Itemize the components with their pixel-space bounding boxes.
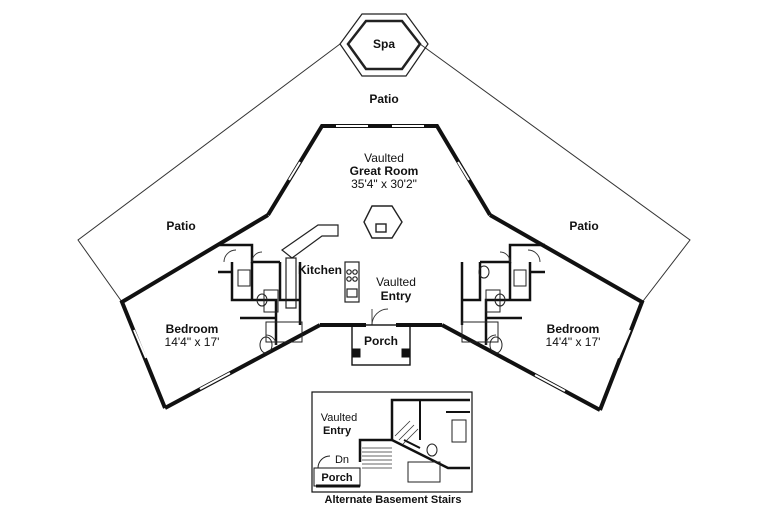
inset-entry-label: Entry [322,425,352,437]
inset-vaulted-label: Vaulted [320,412,358,424]
kitchen-counters [280,224,360,309]
inset-stair-treads [362,420,419,469]
bedroom-right-size-label: 14'4" x 17' [545,335,601,349]
inset-fixtures [317,419,467,483]
bedroom-right-name-label: Bedroom [546,322,600,336]
porch-label: Porch [363,334,398,348]
patio-right-label: Patio [569,219,599,233]
windows [133,125,631,392]
bedroom-left-name-label: Bedroom [165,322,219,336]
patio-top-label: Patio [369,92,399,106]
bath-fixtures-left [237,269,303,354]
inset-dn-label: Dn [334,454,350,466]
great-room-vaulted-label: Vaulted [364,151,404,165]
great-room-size-label: 35'4" x 30'2" [351,177,417,191]
kitchen-label: Kitchen [297,263,342,277]
great-room-name-label: Great Room [349,164,419,178]
entry-vaulted-label: Vaulted [376,275,416,289]
spa-label: Spa [372,37,395,51]
porch [351,324,411,366]
inset-caption: Alternate Basement Stairs [324,494,462,506]
bedroom-left-size-label: 14'4" x 17' [164,335,220,349]
patio-outline [77,43,691,306]
bath-fixtures-right [461,265,527,354]
spa [339,13,429,77]
inset-alternate-stairs [311,391,473,493]
inset-porch-label: Porch [321,472,353,484]
door-swings [223,249,541,346]
entry-name-label: Entry [380,289,412,303]
fireplace [363,205,403,239]
patio-left-label: Patio [166,219,196,233]
